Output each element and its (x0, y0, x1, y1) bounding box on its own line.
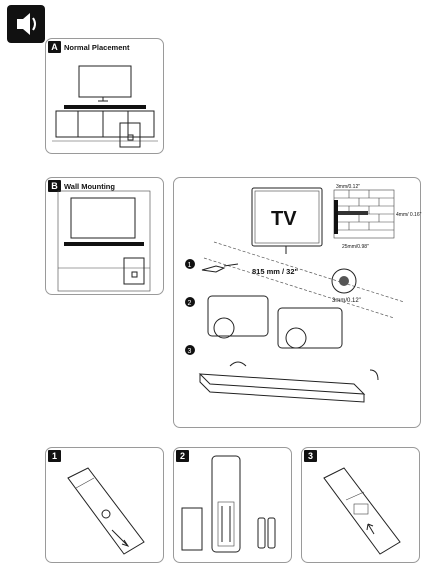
tv-screen (78, 65, 132, 98)
svg-text:3mm/0.12": 3mm/0.12" (332, 298, 361, 304)
panel-normal-placement: A Normal Placement (45, 38, 164, 154)
tv-screen (70, 197, 136, 239)
svg-text:3mm/0.12": 3mm/0.12" (336, 184, 360, 190)
svg-text:3: 3 (188, 348, 192, 355)
subwoofer (123, 257, 145, 285)
panel-remote-step-3: 3 (301, 447, 420, 563)
normal-placement-illustration (52, 65, 158, 148)
panel-wall-mounting: B Wall Mounting (45, 177, 164, 295)
subwoofer (119, 122, 141, 148)
panel-wall-mount-detail: TV 3mm/0.12" 4mm/ 0.16" 25mm/0.98" (173, 177, 422, 428)
wall-mounting-illustration (57, 190, 151, 292)
remote-step-badge-1: 1 (48, 450, 61, 462)
remote-insert-batteries-illustration (181, 455, 276, 553)
section-title-b: Wall Mounting (64, 182, 115, 191)
svg-text:1: 1 (188, 262, 192, 269)
section-badge-a: A (48, 41, 61, 53)
soundbar (64, 105, 146, 109)
svg-text:2: 2 (188, 300, 192, 307)
tv-label: TV (271, 208, 297, 230)
remote-close-cover-illustration (323, 467, 401, 555)
remote-open-cover-illustration (67, 467, 145, 555)
panel-remote-step-1: 1 (45, 447, 164, 563)
tv-cabinet (55, 110, 155, 138)
wall-mount-diagram: TV 3mm/0.12" 4mm/ 0.16" 25mm/0.98" (185, 184, 422, 403)
brick-wall-detail: 3mm/0.12" 4mm/ 0.16" 25mm/0.98" (333, 184, 422, 250)
speaker-sound-icon (17, 13, 36, 35)
section-badge-b: B (48, 180, 61, 192)
section-title-a: Normal Placement (64, 43, 130, 52)
remote-step-badge-2: 2 (176, 450, 189, 462)
panel-remote-step-2: 2 (173, 447, 292, 563)
svg-text:4mm/ 0.16": 4mm/ 0.16" (396, 212, 422, 218)
distance-label: 815 mm / 32" (252, 267, 299, 276)
remote-step-badge-3: 3 (304, 450, 317, 462)
svg-text:25mm/0.98": 25mm/0.98" (342, 244, 369, 250)
header-icon-block (7, 5, 45, 43)
soundbar (64, 242, 144, 246)
